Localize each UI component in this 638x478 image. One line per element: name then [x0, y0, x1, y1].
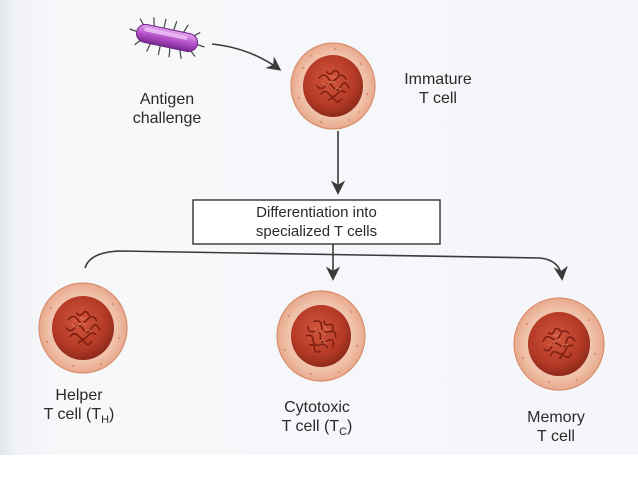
cytotoxic-label-line1: Cytotoxic: [284, 399, 350, 416]
cytotoxic-label: Cytotoxic T cell (TC): [262, 398, 372, 442]
memory-label: Memory T cell: [506, 408, 606, 446]
bottom-white-strip: [0, 455, 638, 478]
cytotoxic-t-cell: [276, 290, 366, 382]
helper-label-line1: Helper: [55, 387, 103, 404]
cytotoxic-line2-prefix: T cell (T: [281, 418, 340, 435]
immature-label-line1: Immature: [404, 71, 472, 88]
helper-label-line2: T cell (TH): [24, 405, 134, 430]
bacterium-icon: [129, 17, 205, 59]
box-text-line1: Differentiation into: [256, 204, 377, 221]
helper-label: Helper T cell (TH): [24, 386, 134, 430]
antigen-label: Antigen challenge: [118, 90, 216, 128]
immature-label: Immature T cell: [388, 70, 488, 108]
memory-label-line1: Memory: [527, 409, 585, 426]
cytotoxic-line2-suffix: ): [347, 418, 353, 435]
helper-line2-prefix: T cell (T: [43, 406, 102, 423]
memory-label-line2: T cell: [537, 428, 575, 445]
helper-subscript: H: [101, 414, 110, 426]
cytotoxic-label-line2: T cell (TC): [262, 417, 372, 442]
immature-t-cell: [290, 42, 376, 130]
box-text-line2: specialized T cells: [255, 223, 378, 240]
antigen-label-line2: challenge: [132, 110, 202, 127]
branch-arrows: [84, 244, 568, 281]
differentiation-box-text: Differentiation into specialized T cells: [193, 200, 440, 244]
helper-t-cell: [38, 282, 128, 374]
immature-label-line2: T cell: [419, 90, 457, 107]
differentiation-box: [192, 199, 441, 245]
cytotoxic-subscript: C: [339, 426, 348, 438]
antigen-label-line1: Antigen: [139, 91, 195, 108]
helper-line2-suffix: ): [109, 406, 115, 423]
antigen-arrow: [211, 43, 282, 71]
memory-t-cell: [513, 297, 605, 391]
